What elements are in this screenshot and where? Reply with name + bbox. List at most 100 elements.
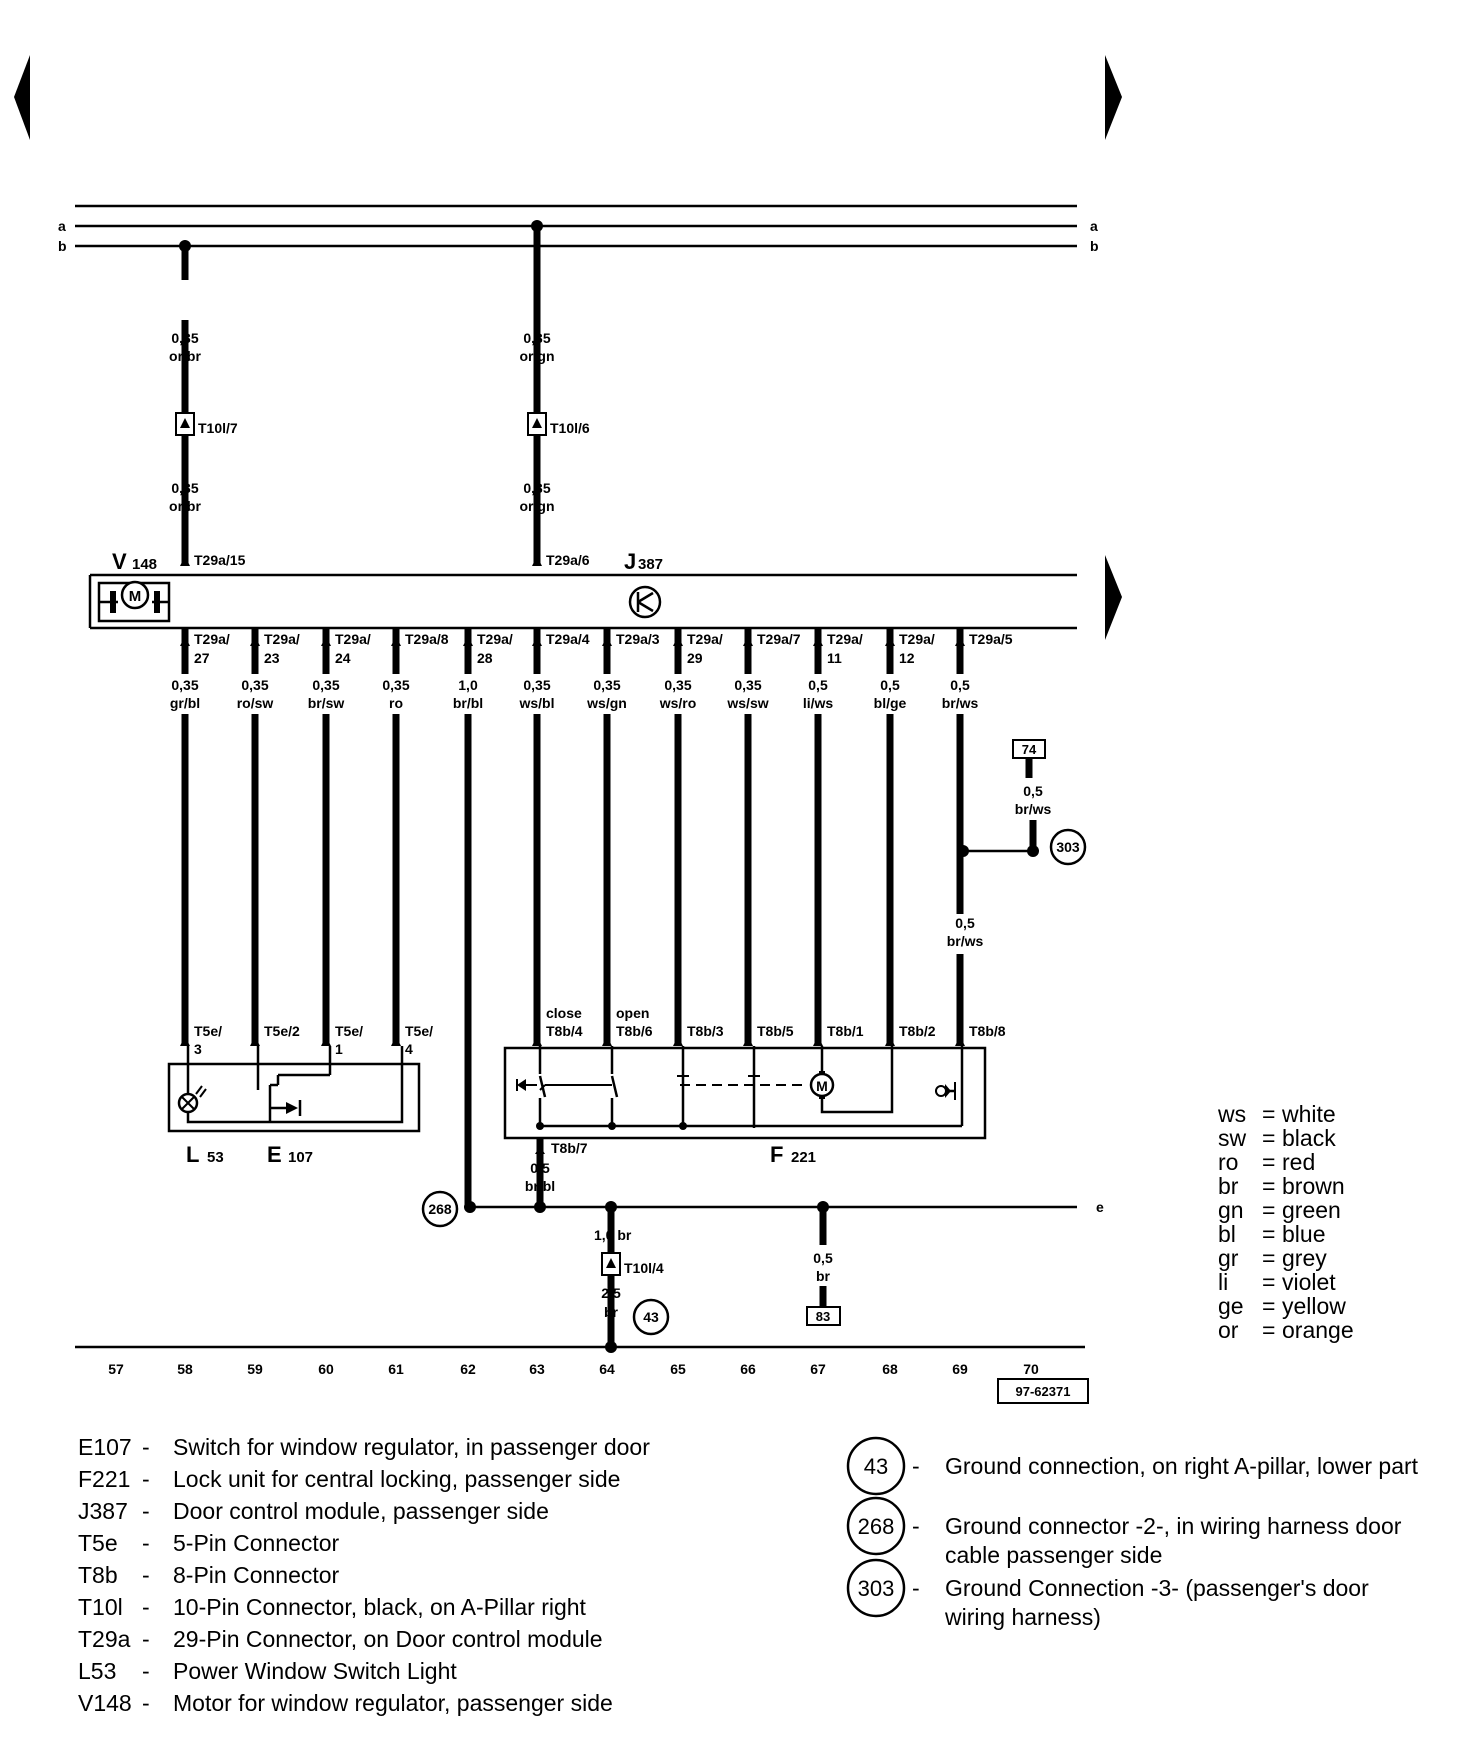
color-code: ws	[1217, 1101, 1246, 1127]
branch-size-2: 0,5	[955, 915, 975, 931]
module-motor-sub: 148	[132, 556, 157, 573]
switch-e107-icon	[256, 1046, 332, 1122]
module-control-sub: 387	[638, 556, 663, 573]
pin-arrow-icon	[602, 1036, 612, 1046]
branch-color: br/ws	[1015, 801, 1052, 817]
wire-label-bg	[503, 674, 571, 714]
wire-label-bg	[176, 280, 194, 320]
junction-dot	[957, 845, 969, 857]
module-pin-label: T29a/3	[616, 631, 660, 647]
component-e107-sub: 107	[288, 1149, 313, 1166]
pin-arrow-icon	[391, 636, 401, 646]
wire-label-bg	[434, 674, 502, 714]
ground-legend-desc: Ground Connection -3- (passenger's door	[945, 1575, 1369, 1601]
module-pin-label: T29a/	[477, 631, 513, 647]
wire-label-bg	[151, 674, 219, 714]
legend-dash: -	[142, 1466, 150, 1492]
t8b-pin-label: T8b/1	[827, 1023, 864, 1039]
connector-arrow-icon	[532, 418, 542, 428]
wire-size: 0,35	[734, 677, 761, 693]
lock-unit-f221-icon: M	[516, 1046, 964, 1130]
legend-dash: -	[142, 1530, 150, 1556]
wire-color: bl/ge	[874, 695, 907, 711]
t8b-pin-label: T8b/3	[687, 1023, 724, 1039]
pin-arrow-icon	[250, 1036, 260, 1046]
electronic-module-icon	[628, 585, 662, 619]
module-pin-label: T29a/	[687, 631, 723, 647]
supply-2-color-bottom: or/gn	[520, 498, 555, 514]
t5e-pin-label: T5e/	[194, 1023, 222, 1039]
supply-1-color-bottom: or/br	[169, 498, 201, 514]
column-number: 59	[247, 1361, 263, 1377]
junction-dot	[1027, 845, 1039, 857]
color-equals: =	[1262, 1269, 1275, 1295]
color-code: bl	[1218, 1221, 1236, 1247]
wire-size: 0,35	[593, 677, 620, 693]
column-number: 57	[108, 1361, 124, 1377]
t8b-pin-label: T8b/4	[546, 1023, 583, 1039]
pin-arrow-icon	[743, 636, 753, 646]
wire-color: ws/sw	[726, 695, 768, 711]
t8b-pin-label: T8b/6	[616, 1023, 653, 1039]
t5e-pin-label: 4	[405, 1041, 413, 1057]
t8b-note: close	[546, 1005, 582, 1021]
continue-arrow-icon[interactable]	[1105, 555, 1122, 640]
t8b-pin-label: T8b/5	[757, 1023, 794, 1039]
wire-label-bg	[362, 674, 430, 714]
legend-code: E107	[78, 1434, 132, 1460]
ground-legend-dash: -	[912, 1513, 920, 1539]
lamp-icon	[177, 1085, 207, 1114]
bus-label-a-left: a	[58, 218, 66, 234]
ground-legend-icon	[846, 1496, 906, 1556]
legend-desc: Lock unit for central locking, passenger…	[173, 1466, 620, 1492]
color-name: violet	[1282, 1269, 1336, 1295]
color-equals: =	[1262, 1149, 1275, 1175]
ground-legend-desc: wiring harness)	[944, 1604, 1101, 1630]
wire-color: li/ws	[803, 695, 834, 711]
legend-desc: Power Window Switch Light	[173, 1658, 457, 1684]
color-name: red	[1282, 1149, 1315, 1175]
pin-arrow-icon	[743, 1036, 753, 1046]
module-pin-label: T29a/	[899, 631, 935, 647]
ground-legend-desc: Ground connection, on right A-pillar, lo…	[945, 1453, 1419, 1479]
supply-2-size-bottom: 0,35	[523, 480, 550, 496]
color-equals: =	[1262, 1293, 1275, 1319]
pin-arrow-icon	[885, 1036, 895, 1046]
wire-size: 0,35	[664, 677, 691, 693]
pin-arrow-icon	[180, 556, 190, 566]
wire-size: 0,35	[523, 677, 550, 693]
wire-size: 0,35	[382, 677, 409, 693]
wire-label-bg	[930, 914, 1000, 954]
legend-code: J387	[78, 1498, 128, 1524]
color-name: black	[1282, 1125, 1336, 1151]
prev-page-arrow-icon[interactable]	[14, 55, 30, 140]
f221-ground-size: 0,5	[530, 1160, 550, 1176]
supply-2-pin: T29a/6	[546, 552, 590, 568]
ref-box-83	[806, 1306, 841, 1326]
legend-dash: -	[142, 1498, 150, 1524]
ground-legend-num: 268	[858, 1514, 895, 1539]
pin-arrow-icon	[673, 1036, 683, 1046]
pin-arrow-icon	[602, 636, 612, 646]
color-name: brown	[1282, 1173, 1345, 1199]
next-page-arrow-icon[interactable]	[1105, 55, 1122, 140]
t8b-pin-label: T8b/2	[899, 1023, 936, 1039]
component-l53-name: L	[186, 1142, 199, 1167]
module-wires: T29a/270,35gr/blT29a/230,35ro/swT29a/240…	[151, 628, 1013, 1207]
supply-1-pin: T29a/15	[194, 552, 246, 568]
legend-code: V148	[78, 1690, 132, 1716]
wire-color: ws/gn	[586, 695, 627, 711]
color-code: gr	[1218, 1245, 1239, 1271]
ref-83-label: 83	[816, 1309, 830, 1324]
l53-return	[186, 1046, 404, 1124]
color-code: gn	[1218, 1197, 1244, 1223]
legend-dash: -	[142, 1626, 150, 1652]
component-e107-name: E	[267, 1142, 282, 1167]
wire-size: 0,5	[950, 677, 970, 693]
legend-code: T29a	[78, 1626, 131, 1652]
pin-arrow-icon	[532, 556, 542, 566]
module-pin-label: 28	[477, 650, 493, 666]
bus-label-a-right: a	[1090, 218, 1098, 234]
column-number: 58	[177, 1361, 193, 1377]
